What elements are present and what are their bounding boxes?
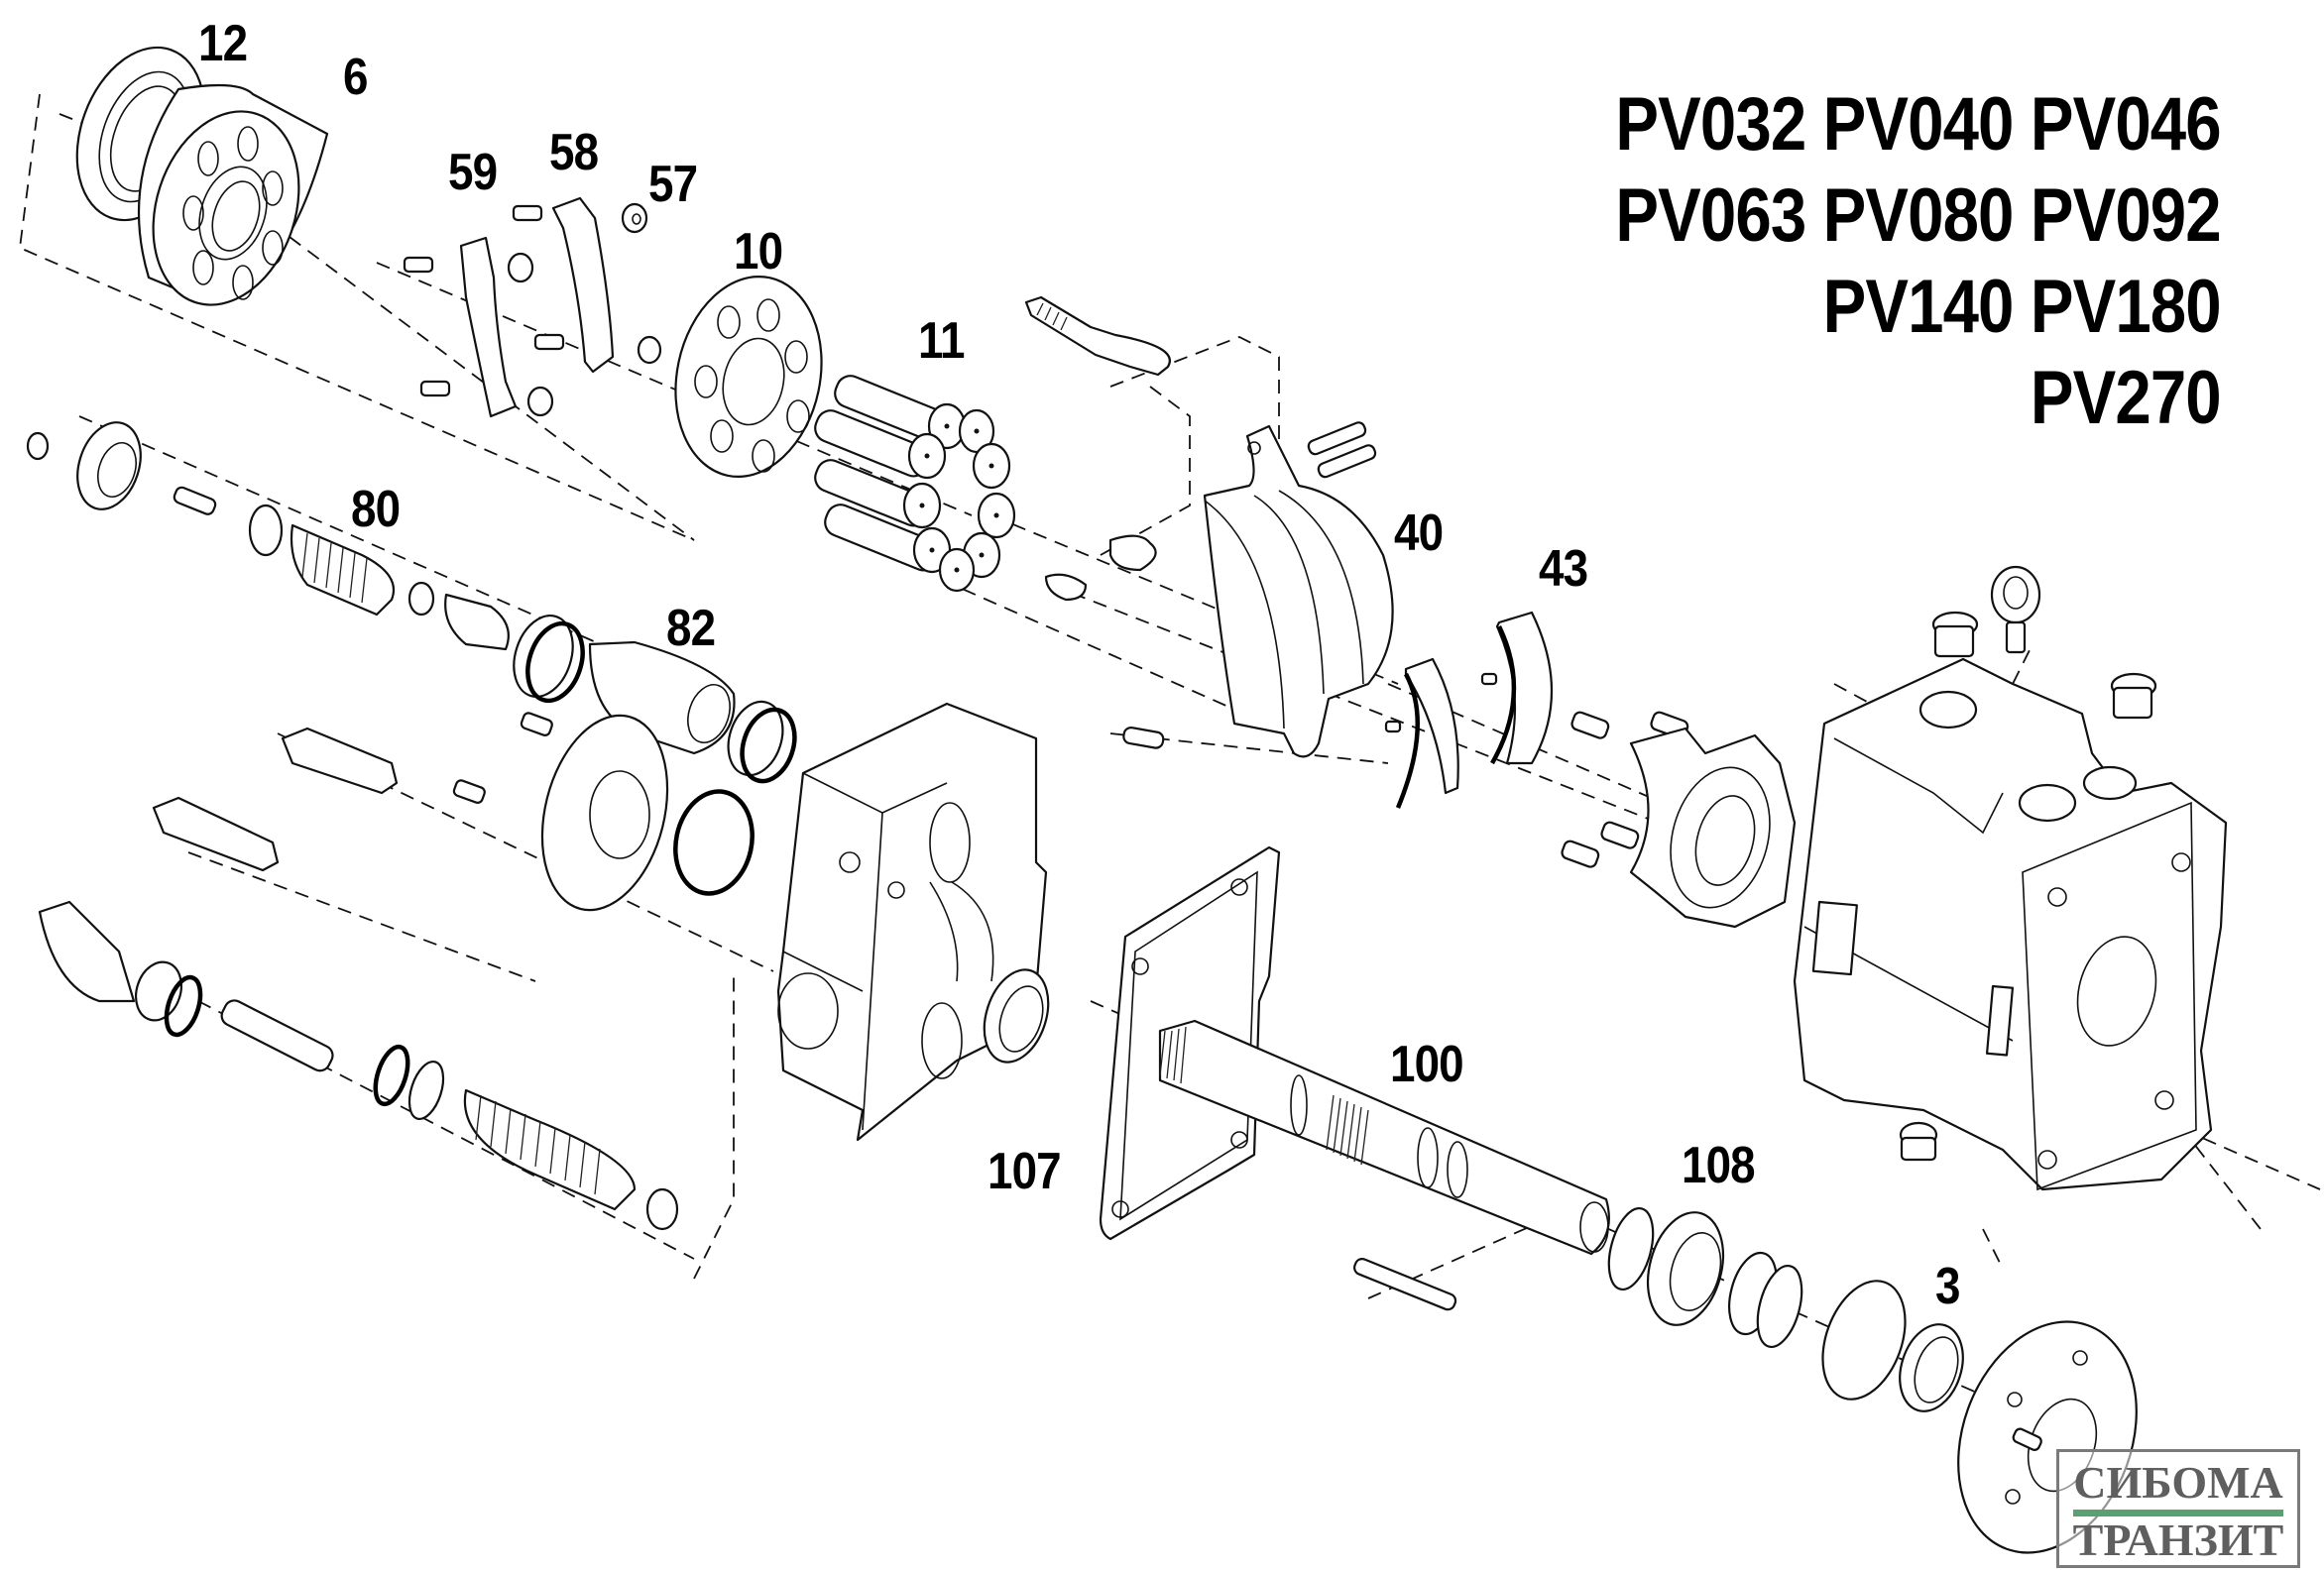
link-pins: [1044, 421, 1377, 602]
callout-80: 80: [351, 481, 401, 538]
model-line: PV063 PV080 PV092: [1615, 173, 2222, 258]
callout-59: 59: [448, 144, 498, 201]
part-3-shaft-seal: [1899, 1323, 1964, 1412]
callout-6: 6: [343, 49, 368, 106]
housing-plugs: [1899, 611, 2157, 1162]
callout-10: 10: [734, 223, 783, 281]
part-10-swash-retainer: [674, 276, 823, 478]
hold-down-pin: [1122, 727, 1165, 749]
screw: [419, 380, 451, 397]
part-80-compensator-spool: [26, 421, 585, 704]
watermark-line-2: ТРАНЗИТ: [2072, 1515, 2284, 1565]
watermark-line-1: СИБОМА: [2073, 1457, 2283, 1508]
eye-bolt: [1990, 565, 2041, 654]
adapter-disc: [540, 714, 755, 912]
callout-43: 43: [1539, 540, 1588, 598]
callout-57: 57: [648, 156, 698, 213]
part-40-swashplate: [1203, 424, 1394, 758]
pump-housing: [1793, 657, 2228, 1191]
callout-108: 108: [1682, 1137, 1756, 1194]
part-57-spacer: [621, 202, 648, 234]
callout-12: 12: [198, 15, 248, 72]
model-list: PV032 PV040 PV046 PV063 PV080 PV092 PV14…: [1517, 79, 2222, 444]
port-block: [776, 702, 1050, 1142]
callout-40: 40: [1394, 505, 1444, 562]
part-108-bearing: [1607, 1207, 1907, 1401]
relief-valve-cartridge: [38, 900, 679, 1231]
callout-11: 11: [918, 312, 966, 370]
callout-100: 100: [1390, 1036, 1464, 1093]
part-100-drive-shaft: [1158, 1019, 1610, 1311]
callout-3: 3: [1935, 1258, 1960, 1315]
part-43-swash-bearings: [1384, 611, 1553, 809]
model-line: PV032 PV040 PV046: [1615, 82, 2222, 167]
model-line: PV140 PV180: [1822, 265, 2222, 349]
company-watermark: СИБОМА ТРАНЗИТ: [2056, 1449, 2300, 1568]
part-11-piston-set: [814, 375, 1016, 593]
part-6-cylinder-barrel: [137, 83, 329, 306]
swash-cradle: [1629, 727, 1797, 929]
part-58-retainer-plate: [512, 196, 662, 374]
model-line: PV270: [2031, 356, 2222, 440]
callout-58: 58: [549, 124, 599, 181]
callout-107: 107: [988, 1143, 1062, 1200]
long-bolts: [152, 712, 553, 872]
callout-82: 82: [666, 600, 716, 657]
part-59-retainer-plate: [403, 236, 554, 418]
watermark-divider: [2073, 1510, 2283, 1516]
screw: [403, 256, 434, 274]
control-pin: [1024, 295, 1171, 377]
